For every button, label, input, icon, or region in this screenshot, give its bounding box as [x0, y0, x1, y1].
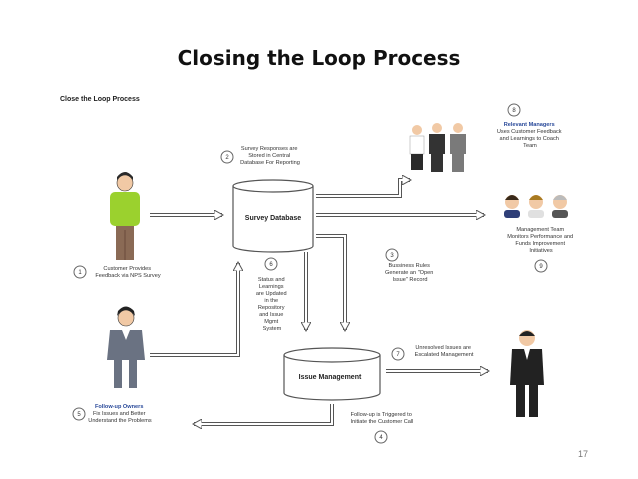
step-6-marker: 6 [269, 262, 273, 268]
customer-icon [110, 172, 140, 260]
step-3-marker: 3 [390, 253, 394, 259]
step-markers: 1 2 3 4 5 6 7 8 9 [72, 103, 548, 444]
step-2-caption: Survey Responses are Stored in Central D… [240, 146, 300, 166]
arrow-db-to-managers [316, 180, 410, 198]
step-captions: Customer Provides Feedback via NPS Surve… [88, 122, 574, 425]
follow-up-owner-icon [107, 306, 145, 388]
slide-title: Closing the Loop Process [177, 46, 461, 70]
step-7-caption: Unresolved Issues are Escalated Manageme… [415, 345, 474, 358]
step-4-caption: Follow-up is Triggered to Initiate the C… [351, 412, 414, 425]
issue-management: Issue Management [283, 347, 381, 401]
issue-management-label: Issue Management [299, 374, 362, 381]
step-4-marker: 4 [379, 435, 383, 441]
step-8-marker: 8 [512, 108, 516, 114]
step-1-marker: 1 [78, 270, 82, 276]
survey-database-label: Survey Database [245, 215, 302, 222]
arrow-owners-to-db [150, 263, 238, 357]
step-9-caption: Management Team Monitors Performance and… [507, 227, 574, 254]
step-8-caption: Relevant Managers Uses Customer Feedback… [497, 122, 563, 149]
arrow-issue-to-owners [194, 404, 334, 424]
step-5-caption: Follow-up Owners Fix Issues and Better U… [88, 404, 152, 424]
diagram-heading: Close the Loop Process [60, 96, 140, 103]
page-number: 17 [578, 449, 589, 459]
survey-database: Survey Database [232, 179, 314, 253]
management-team-icon [504, 195, 568, 218]
relevant-managers-icon [409, 123, 466, 172]
step-2-marker: 2 [225, 155, 229, 161]
step-1-caption: Customer Provides Feedback via NPS Surve… [95, 266, 160, 279]
arrow-db-to-issue [316, 234, 345, 330]
step-3-caption: Bussiness Rules Generate an "Open Issue"… [385, 263, 435, 283]
step-6-caption: Status and Learnings are Updated in the … [256, 277, 288, 332]
step-7-marker: 7 [396, 352, 400, 358]
step-9-marker: 9 [539, 264, 543, 270]
executive-icon [510, 330, 544, 417]
step-5-marker: 5 [77, 412, 81, 418]
